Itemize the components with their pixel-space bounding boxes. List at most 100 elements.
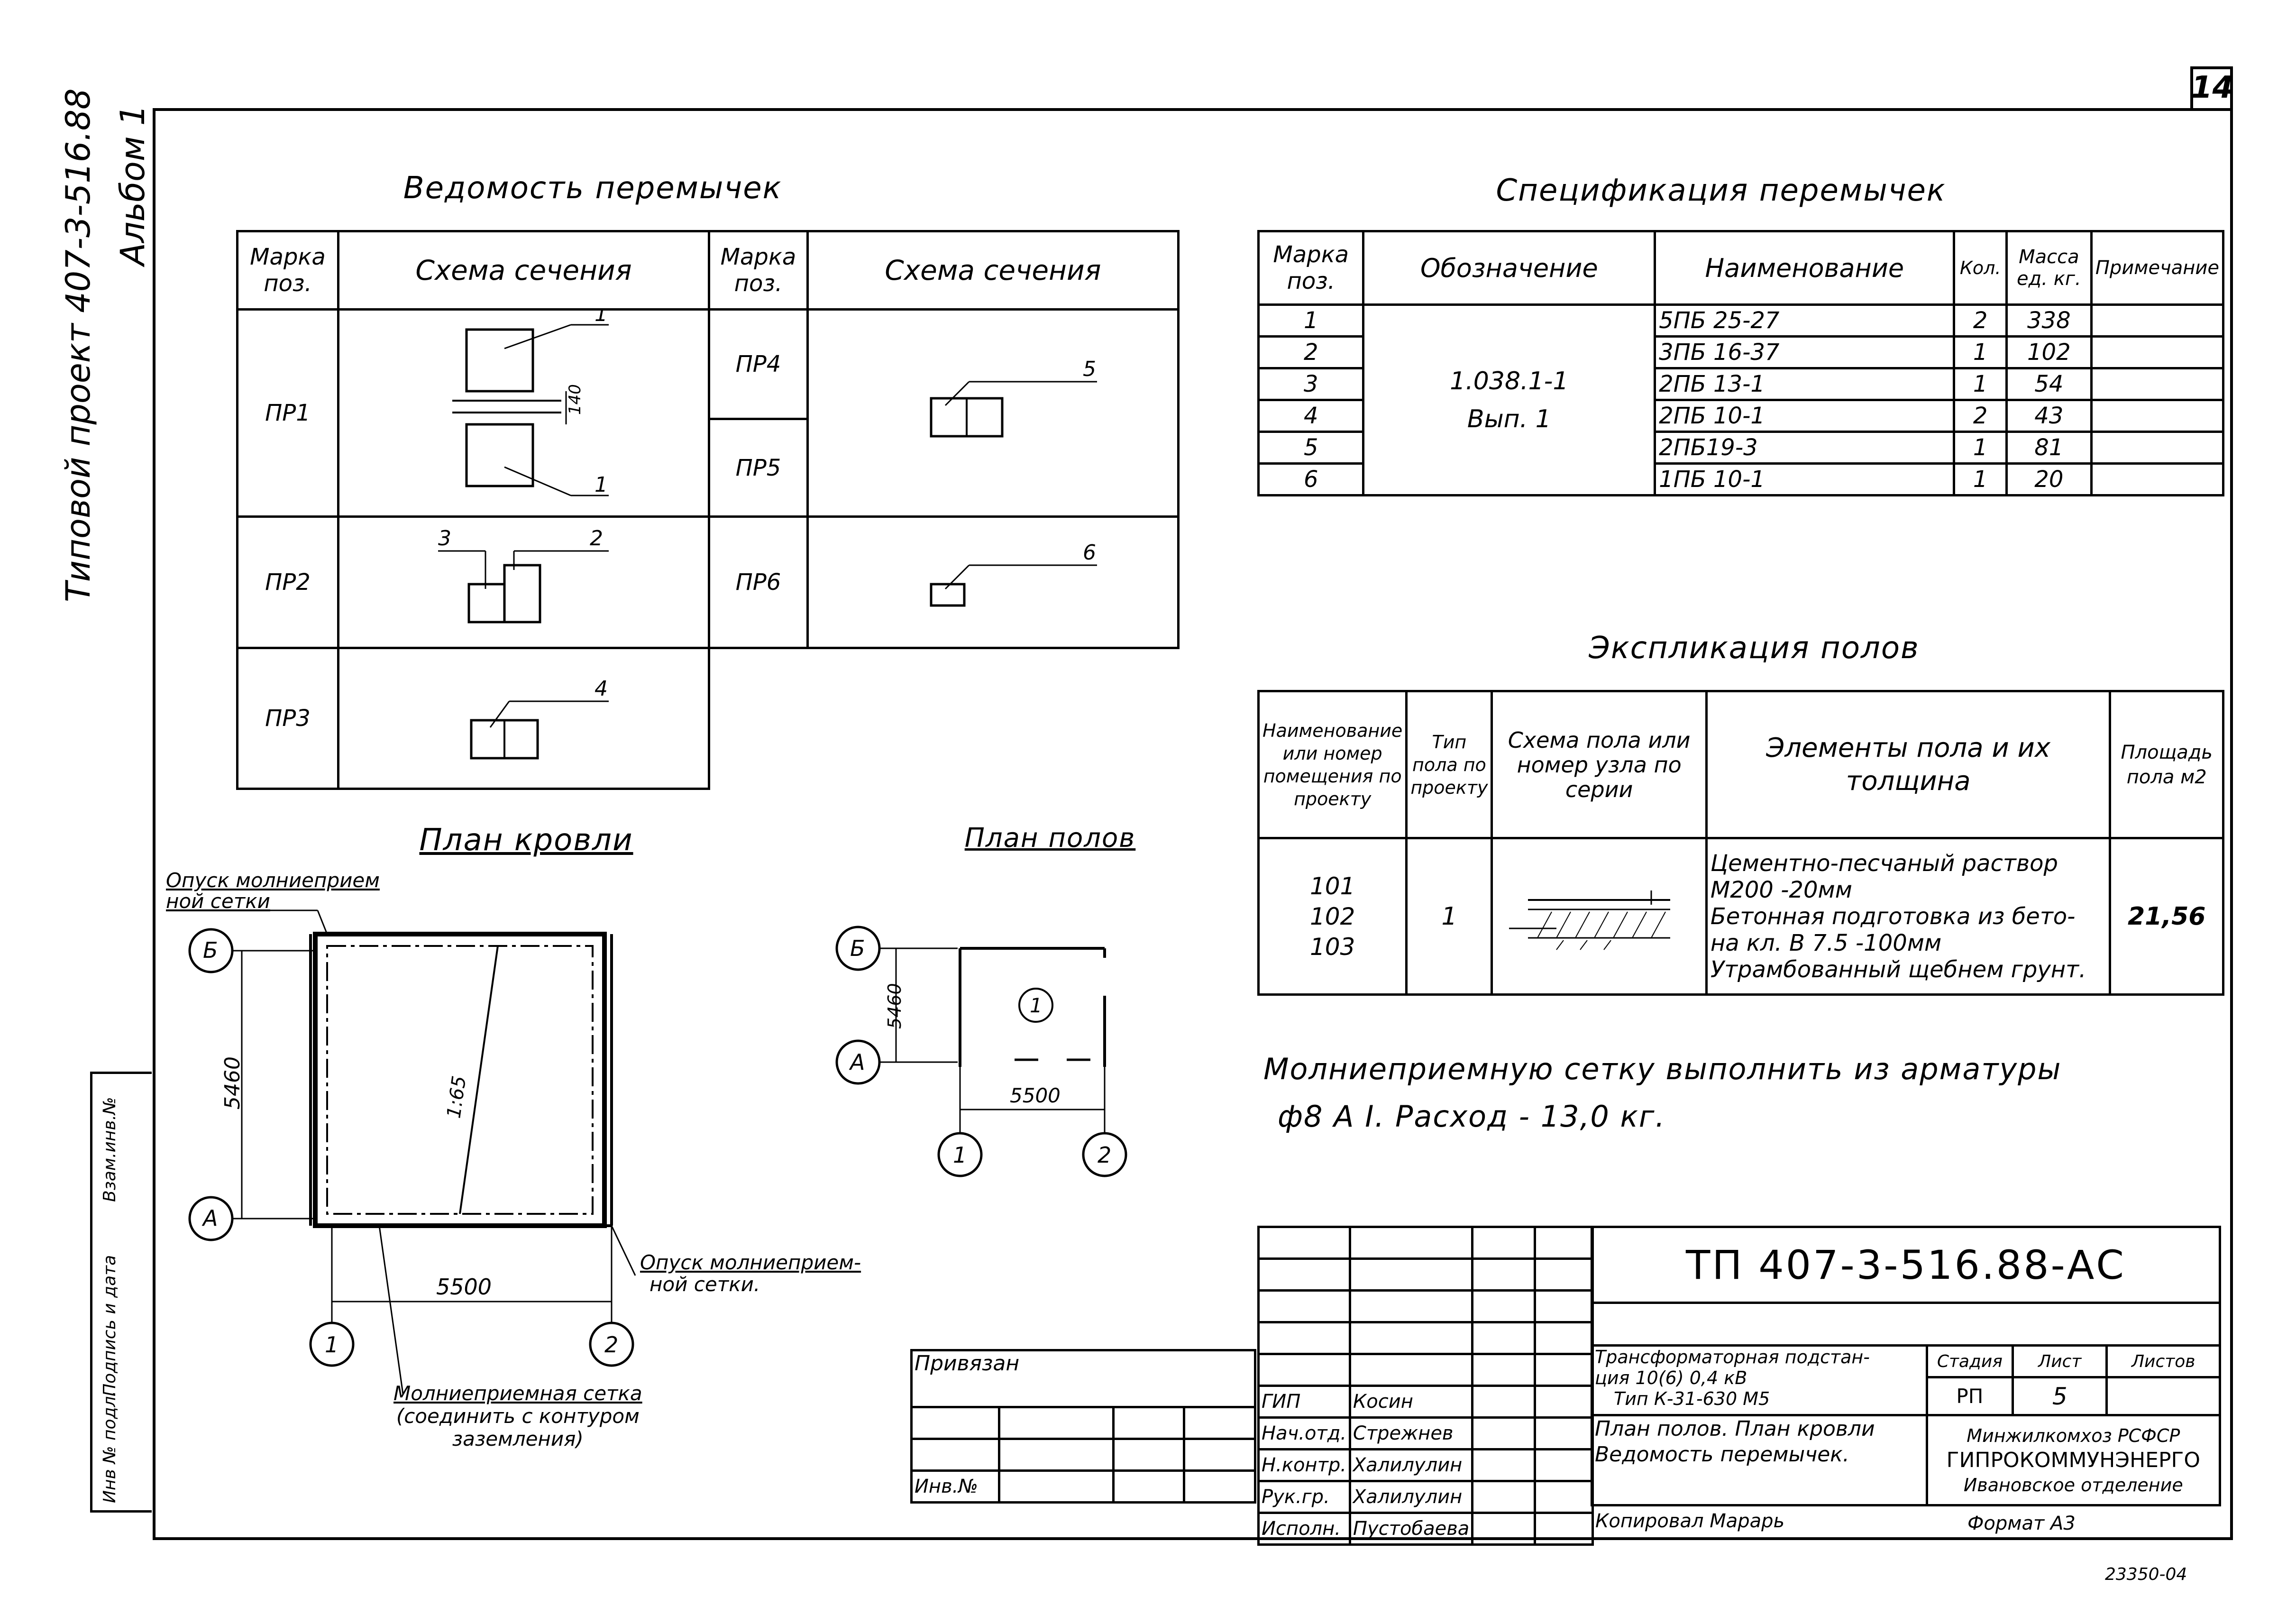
roof-axis-1: 1 (325, 1332, 338, 1358)
spec-row: 1 1.038.1-1 Вып. 1 5ПБ 25-27 2 338 (1257, 303, 2225, 496)
spec-name: 5ПБ 25-27 (1654, 303, 1956, 338)
side-stamp-inv: Инв № подл. (100, 1391, 119, 1503)
note-line-1: Молниеприемную сетку выполнить из армату… (1263, 1052, 2062, 1086)
spec-qty: 2 (1953, 399, 2008, 433)
floors-hdr-type: Тип пола по проекту (1405, 690, 1493, 839)
spec-mass: 81 (2005, 431, 2093, 465)
lintel-hdr-scheme1: Схема сечения (337, 230, 711, 311)
linked-table: Привязан Инв.№ (910, 1349, 1256, 1504)
format-label: Формат А3 (1967, 1513, 2076, 1534)
spec-pos: 6 (1257, 462, 1365, 496)
spec-qty: 1 (1953, 335, 2008, 369)
sheet-value: 5 (2012, 1376, 2108, 1416)
linked-label: Привязан (910, 1349, 1256, 1408)
pr2-label-3: 3 (438, 526, 451, 551)
lintel-list-table: Марка поз. Схема сечения Марка поз. Схем… (236, 230, 1180, 790)
inv-label: Инв.№ (910, 1469, 1001, 1504)
role-row: Н.контр.Халилулин (1257, 1448, 1594, 1482)
sheet-number-box (2190, 66, 2233, 111)
organization: Минжилкомхоз РСФСР ГИПРОКОММУНЭНЕРГО Ива… (1925, 1414, 2222, 1506)
pr6-label: 6 (1083, 541, 1096, 565)
floor-axis-b: Б (850, 936, 865, 961)
roof-label-top: Опуск молниеприем ной сетки (166, 870, 380, 912)
spec-title: Спецификация перемычек (1496, 173, 1946, 208)
spec-row: 3 2ПБ 13-1 1 54 (1257, 367, 2225, 401)
roof-axis-a: А (201, 1205, 218, 1231)
roof-dim-h: 5460 (220, 1056, 245, 1110)
section-pr1-drawing: 1 1 140 (452, 302, 609, 497)
roof-label-bottom-1: Опуск молниеприем- (640, 1251, 861, 1274)
spec-mass: 20 (2005, 462, 2093, 496)
spec-note (2090, 399, 2225, 433)
roof-label-mesh: Молниеприемная сетка (соединить с контур… (393, 1382, 642, 1450)
note-line-2: ф8 А I. Расход - 13,0 кг. (1278, 1099, 1666, 1134)
spec-note (2090, 303, 2225, 338)
sheet-title: План полов. План кровли Ведомость перемы… (1591, 1414, 1928, 1506)
spec-row: 5 2ПБ19-3 1 81 (1257, 431, 2225, 465)
sheet-frame (153, 108, 2233, 1540)
sheet-header: Лист (2012, 1344, 2108, 1378)
roof-mesh-2: (соединить с контуром (396, 1404, 640, 1428)
mark-pr4: ПР4 (708, 308, 809, 421)
side-stamp: Инв № подл. Подпись и дата Взам.инв.№ (90, 1072, 152, 1513)
spec-row: 4 2ПБ 10-1 2 43 (1257, 399, 2225, 433)
lintel-list-title: Ведомость перемычек (403, 171, 782, 206)
spec-qty: 1 (1953, 367, 2008, 401)
project-line-2: ция 10(6) 0,4 кВ (1595, 1367, 1747, 1388)
spec-row: 2 3ПБ 16-37 1 102 (1257, 335, 2225, 369)
role-title: Рук.гр. (1257, 1480, 1351, 1514)
mark-pr5: ПР5 (708, 418, 809, 518)
spec-hdr-note: Примечание (2090, 230, 2225, 306)
lightning-note: Молниеприемную сетку выполнить из армату… (1263, 1046, 2061, 1140)
spec-hdr-qty: Кол. (1953, 230, 2008, 306)
spec-hdr-name: Наименование (1654, 230, 1956, 306)
drawing-code: ТП 407-3-516.88-АС (1591, 1226, 2221, 1304)
sheets-header: Листов (2105, 1344, 2221, 1378)
spec-qty: 1 (1953, 462, 2008, 496)
floors-scheme (1491, 837, 1708, 996)
spec-mass: 54 (2005, 367, 2093, 401)
spec-pos: 1 (1257, 303, 1365, 338)
mark-pr6: ПР6 (708, 515, 809, 649)
roof-axis-b: Б (203, 937, 218, 963)
spec-designation: 1.038.1-1 Вып. 1 (1362, 303, 1656, 496)
floor-dim-h: 5460 (884, 983, 905, 1029)
room-number: 102 (1309, 902, 1355, 930)
floors-hdr-room: Наименование или номер помещения по прое… (1257, 690, 1408, 839)
floor-plan-drawing: Б А 5460 1 5500 1 2 (835, 926, 1127, 1177)
spec-name: 2ПБ 13-1 (1654, 367, 1956, 401)
spec-pos: 4 (1257, 399, 1365, 433)
section-pr3-drawing: 4 (470, 677, 609, 760)
role-title: ГИП (1257, 1385, 1351, 1419)
scheme-pr3: 4 (337, 647, 711, 790)
spec-hdr-designation: Обозначение (1362, 230, 1656, 306)
spec-name: 2ПБ19-3 (1654, 431, 1956, 465)
section-pr2-drawing: 3 2 (438, 526, 609, 624)
spec-mass: 102 (2005, 335, 2093, 369)
org-line-2: ГИПРОКОММУНЭНЕРГО (1946, 1448, 2200, 1472)
floors-rooms: 101 102 103 (1257, 837, 1408, 996)
role-row: Исполн.Пустобаева (1257, 1512, 1594, 1546)
room-number: 103 (1309, 933, 1355, 961)
stage-value: РП (1925, 1376, 2014, 1416)
spec-pos: 5 (1257, 431, 1365, 465)
floor-element: Утрамбованный щебнем грунт. (1710, 956, 2086, 983)
pr1-label-dim: 140 (566, 384, 585, 415)
roof-slope: 1:65 (443, 1074, 470, 1119)
floors-hdr-area: Площадь пола м2 (2109, 690, 2224, 839)
roof-label-top-1: Опуск молниеприем (166, 869, 380, 892)
roof-axis-2: 2 (604, 1332, 618, 1358)
role-name: Косин (1348, 1385, 1474, 1419)
pr1-label-bottom: 1 (595, 473, 608, 497)
scheme-pr1: 1 1 140 (337, 302, 711, 518)
spec-name: 1ПБ 10-1 (1654, 462, 1956, 496)
side-stamp-repl: Взам.инв.№ (100, 1097, 119, 1202)
floor-layer-drawing (1509, 890, 1671, 950)
org-line-1: Минжилкомхоз РСФСР (1967, 1425, 2180, 1446)
role-name: Халилулин (1348, 1448, 1474, 1482)
sheet-title-2: Ведомость перемычек. (1595, 1442, 1849, 1467)
role-title: Нач.отд. (1257, 1416, 1351, 1450)
role-name: Халилулин (1348, 1480, 1474, 1514)
side-album: Альбом 1 (113, 104, 152, 266)
